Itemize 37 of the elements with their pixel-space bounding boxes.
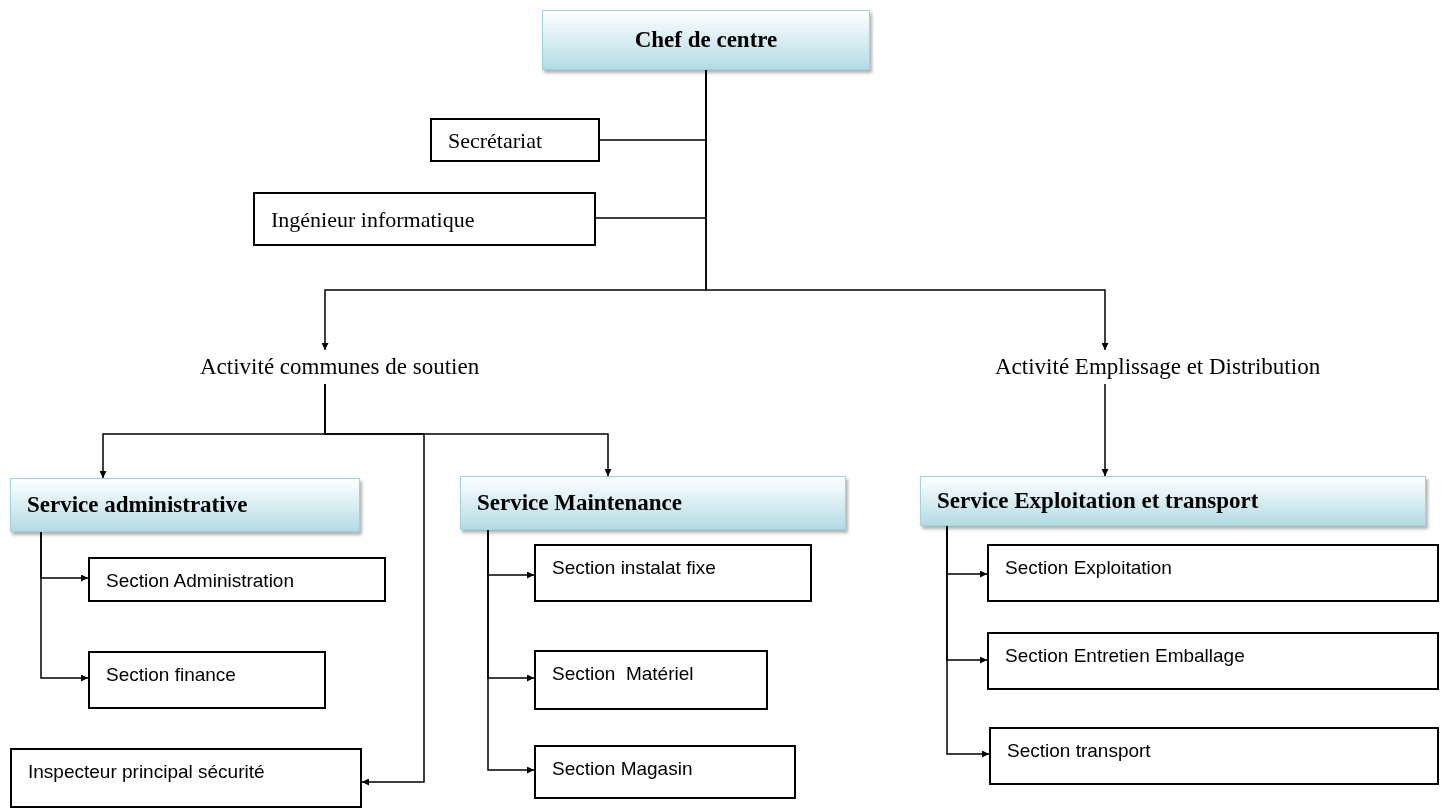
activity-heading: Activité Emplissage et Distribution: [995, 350, 1321, 384]
section-box: [987, 544, 1439, 602]
box-label: Service administrative: [27, 490, 248, 519]
connector-arrow: [487, 529, 535, 774]
box-label: Section Entretien Emballage: [1005, 644, 1245, 668]
box-label: Section Administration: [106, 569, 294, 593]
section-box: [88, 651, 326, 709]
staff-box: [430, 118, 600, 162]
activity-heading: Activité communes de soutien: [200, 350, 480, 384]
section-box: [534, 544, 812, 602]
section-box: [10, 748, 362, 808]
box-label: Section instalat fixe: [552, 556, 716, 580]
section-box: [989, 727, 1439, 785]
service-box: [10, 478, 360, 532]
section-box: [534, 745, 796, 799]
box-label: Ingénieur informatique: [271, 205, 475, 234]
section-box: [987, 632, 1439, 690]
box-label: Section Magasin: [552, 757, 693, 781]
box-label: Secrétariat: [448, 126, 543, 155]
box-label: Service Maintenance: [477, 488, 683, 517]
connector-arrow: [946, 525, 990, 758]
section-box: [534, 650, 768, 710]
service-box: [920, 476, 1426, 526]
box-label: Chef de centre: [634, 25, 778, 54]
box-label: Section Matériel: [552, 662, 694, 686]
connector-arrow: [1101, 383, 1109, 477]
box-label: Section finance: [106, 663, 236, 687]
service-box: [460, 476, 846, 530]
box-label: Section transport: [1007, 739, 1151, 763]
box-label: Section Exploitation: [1005, 556, 1172, 580]
staff-box: [253, 192, 596, 246]
box-label: Inspecteur principal sécurité: [28, 760, 265, 784]
service-box: [542, 10, 870, 70]
section-box: [88, 557, 386, 602]
connector-arrow: [40, 531, 89, 682]
connector-arrow: [324, 383, 425, 786]
box-label: Service Exploitation et transport: [937, 486, 1259, 515]
